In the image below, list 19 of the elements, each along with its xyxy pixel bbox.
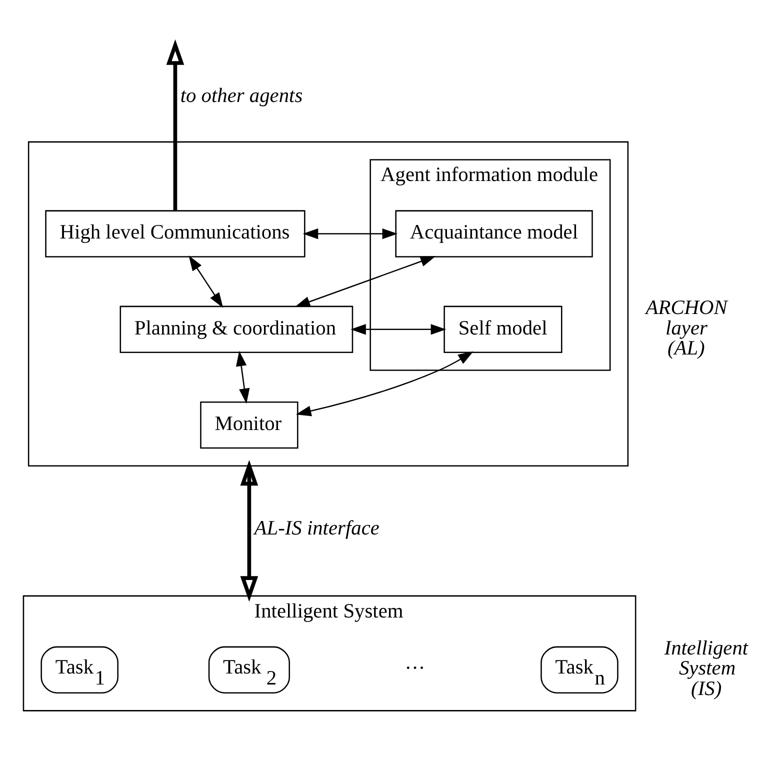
arrow (294, 256, 436, 308)
cluster (28, 141, 629, 466)
node-box: High level Communications (45, 210, 306, 258)
edge-label: AL-IS interface (254, 517, 380, 540)
arrow (302, 228, 398, 240)
node-box: Acquaintance model (395, 210, 593, 258)
node-label: ARCHON layer (AL) (646, 296, 728, 360)
edge-label: to other agents (180, 85, 303, 108)
label: ··· (404, 658, 426, 680)
node-label: Intelligent System (IS) (664, 637, 748, 700)
node-box: Monitor (200, 401, 298, 449)
node-box: Planning & coordination (120, 306, 354, 353)
arrow (240, 460, 258, 602)
node-box: Self model (444, 306, 562, 353)
arrow (166, 39, 184, 210)
arrow (236, 350, 250, 404)
arrow (188, 255, 224, 308)
arrow (296, 351, 474, 416)
arrow (350, 324, 446, 335)
